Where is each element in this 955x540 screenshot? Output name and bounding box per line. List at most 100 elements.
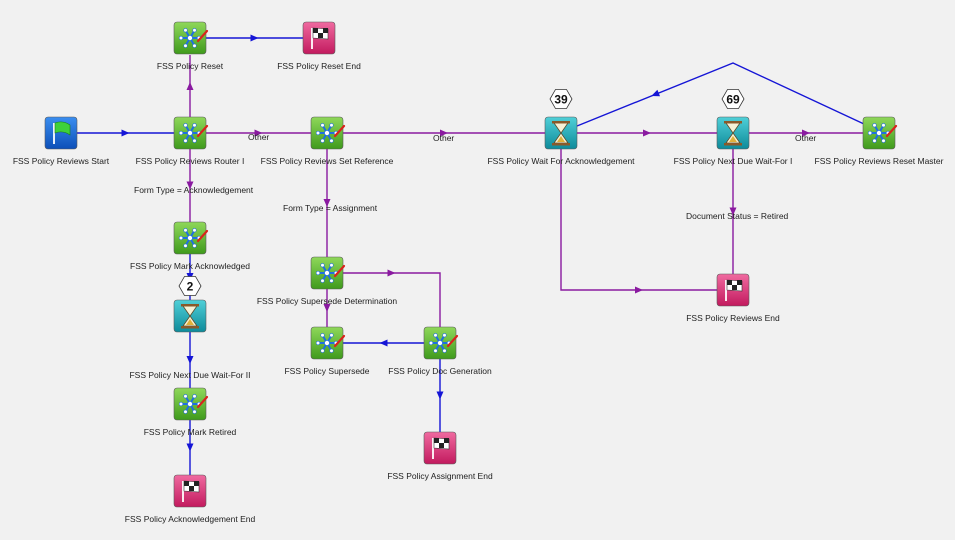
edge-label-ack-condition: Form Type = Acknowledgement <box>134 185 254 195</box>
edge-docGen-to-assignEnd[interactable] <box>436 359 444 432</box>
node-reviewsEnd[interactable]: FSS Policy Reviews End <box>686 273 780 323</box>
node-label: FSS Policy Assignment End <box>387 471 493 481</box>
arrowhead-icon <box>651 89 661 97</box>
arrowhead-icon <box>802 129 810 137</box>
node-nextDue[interactable]: FSS Policy Next Due Wait-For I <box>674 116 793 166</box>
arrowhead-icon <box>121 129 130 137</box>
count-badge: 39 <box>549 89 573 109</box>
arrowhead-icon <box>387 269 396 277</box>
node-setRef[interactable]: FSS Policy Reviews Set Reference <box>261 116 394 166</box>
badge-count: 69 <box>726 93 740 107</box>
arrowhead-icon <box>186 181 194 190</box>
arrowhead-icon <box>186 356 194 364</box>
arrowhead-icon <box>729 207 737 216</box>
node-waitAck[interactable]: FSS Policy Wait For Acknowledgement <box>487 116 635 166</box>
arrowhead-icon <box>254 129 263 137</box>
edge-start-to-router[interactable] <box>77 129 174 137</box>
edge-supersedeDet-to-docGen[interactable] <box>343 269 441 328</box>
node-label: FSS Policy Doc Generation <box>388 366 492 376</box>
edge-markRetired-to-ackEnd[interactable] <box>186 420 194 475</box>
node-label: FSS Policy Mark Retired <box>144 427 237 437</box>
node-docGen[interactable]: FSS Policy Doc Generation <box>388 326 492 376</box>
edge-router-to-setRef[interactable] <box>206 129 311 137</box>
edge-waitAck-to-nextDue[interactable] <box>577 129 717 137</box>
node-label: FSS Policy Mark Acknowledged <box>130 261 250 271</box>
edge-nextDue-to-reviewsEnd[interactable] <box>729 149 737 274</box>
node-supersede[interactable]: FSS Policy Supersede <box>284 326 370 376</box>
node-start[interactable]: FSS Policy Reviews Start <box>13 116 110 166</box>
node-label: FSS Policy Reviews Reset Master <box>815 156 944 166</box>
edge-router-to-reset[interactable] <box>186 55 194 117</box>
node-reset[interactable]: FSS Policy Reset <box>157 21 224 71</box>
edge-label-other-3: Other <box>795 133 816 143</box>
network-task-icon <box>315 123 346 143</box>
arrowhead-icon <box>250 34 259 42</box>
network-task-icon <box>178 394 209 414</box>
edge-nextDue-to-resetMaster[interactable] <box>749 129 863 137</box>
node-label: FSS Policy Reviews Start <box>13 156 110 166</box>
node-supersedeDet[interactable]: FSS Policy Supersede Determination <box>257 256 398 306</box>
network-task-icon <box>178 228 209 248</box>
node-label: FSS Policy Supersede <box>284 366 369 376</box>
node-resetMaster[interactable]: FSS Policy Reviews Reset Master <box>815 116 944 166</box>
node-label: FSS Policy Next Due Wait-For II <box>129 370 250 380</box>
arrowhead-icon <box>643 129 651 137</box>
node-label: FSS Policy Reset <box>157 61 224 71</box>
arrowhead-icon <box>635 286 643 294</box>
arrowhead-icon <box>323 199 331 207</box>
edge-label-other-1: Other <box>248 132 269 142</box>
arrowhead-icon <box>436 391 444 400</box>
edge-waitAck-to-reviewsEnd[interactable] <box>560 149 717 294</box>
edge-resetMaster-to-waitAck[interactable] <box>576 62 865 127</box>
network-task-icon <box>178 123 209 143</box>
node-label: FSS Policy Reviews End <box>686 313 780 323</box>
edge-setRef-to-waitAck[interactable] <box>343 129 545 137</box>
node-markAck[interactable]: FSS Policy Mark Acknowledged <box>130 221 250 271</box>
hourglass-icon <box>552 121 570 146</box>
node-nextDue2[interactable]: FSS Policy Next Due Wait-For II <box>129 299 251 380</box>
checkered-flag-icon <box>432 437 450 459</box>
count-badge: 2 <box>178 276 202 296</box>
edge-label-assign-condition: Form Type = Assignment <box>283 203 378 213</box>
node-resetEnd[interactable]: FSS Policy Reset End <box>277 21 361 71</box>
node-label: FSS Policy Reviews Router I <box>136 156 245 166</box>
arrowhead-icon <box>440 129 448 137</box>
network-task-icon <box>867 123 898 143</box>
network-task-icon <box>315 333 346 353</box>
node-label: FSS Policy Next Due Wait-For I <box>674 156 793 166</box>
hourglass-icon <box>724 121 742 146</box>
edge-reset-to-resetEnd[interactable] <box>206 34 303 42</box>
edge-label-retired-condition: Document Status = Retired <box>686 211 789 221</box>
node-assignEnd[interactable]: FSS Policy Assignment End <box>387 431 493 481</box>
node-label: FSS Policy Supersede Determination <box>257 296 398 306</box>
node-router[interactable]: FSS Policy Reviews Router I <box>136 116 245 166</box>
node-label: FSS Policy Reset End <box>277 61 361 71</box>
arrowhead-icon <box>379 339 388 347</box>
edge-setRef-to-supersedeDet[interactable] <box>323 149 331 257</box>
node-label: FSS Policy Acknowledgement End <box>125 514 256 524</box>
network-task-icon <box>315 263 346 283</box>
checkered-flag-icon <box>725 279 743 301</box>
count-badge: 69 <box>721 89 745 109</box>
network-task-icon <box>428 333 459 353</box>
edge-nextDue2-to-markRetired[interactable] <box>186 332 194 388</box>
hourglass-icon <box>181 304 199 329</box>
arrowhead-icon <box>323 304 331 312</box>
arrowhead-icon <box>186 443 194 452</box>
edge-label-other-2: Other <box>433 133 454 143</box>
green-flag-icon <box>53 121 71 144</box>
checkered-flag-icon <box>311 27 329 49</box>
node-ackEnd[interactable]: FSS Policy Acknowledgement End <box>125 474 256 524</box>
edge-supersedeDet-to-supersede[interactable] <box>323 289 331 327</box>
badge-count: 39 <box>554 93 568 107</box>
edge-router-to-markAck[interactable] <box>186 149 194 222</box>
checkered-flag-icon <box>182 480 200 502</box>
badge-count: 2 <box>187 280 194 294</box>
network-task-icon <box>178 28 209 48</box>
node-label: FSS Policy Wait For Acknowledgement <box>487 156 635 166</box>
node-label: FSS Policy Reviews Set Reference <box>261 156 394 166</box>
node-markRetired[interactable]: FSS Policy Mark Retired <box>144 387 237 437</box>
edge-docGen-to-supersede[interactable] <box>343 339 424 347</box>
arrowhead-icon <box>186 82 194 90</box>
